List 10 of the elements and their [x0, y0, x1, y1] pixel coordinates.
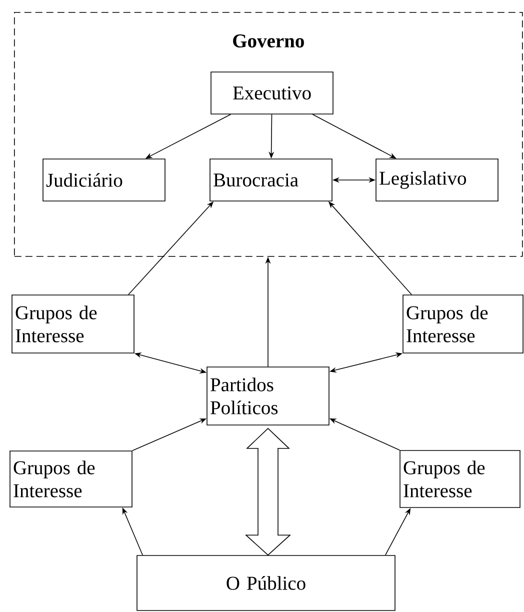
text-box: Grupos de Interesse	[400, 450, 520, 508]
text-box: Grupos de Interesse	[10, 450, 132, 508]
text-box: Partidos Políticos	[206, 366, 330, 426]
text-box: Burocracia	[210, 158, 332, 202]
text-box: Grupos de Interesse	[402, 294, 524, 354]
text-box: Judiciário	[42, 158, 166, 202]
text-box: Legislativo	[376, 158, 498, 202]
text-box: Grupos de Interesse	[12, 294, 134, 354]
text-box: Executivo	[210, 72, 334, 114]
text-box: O Público	[136, 555, 396, 611]
